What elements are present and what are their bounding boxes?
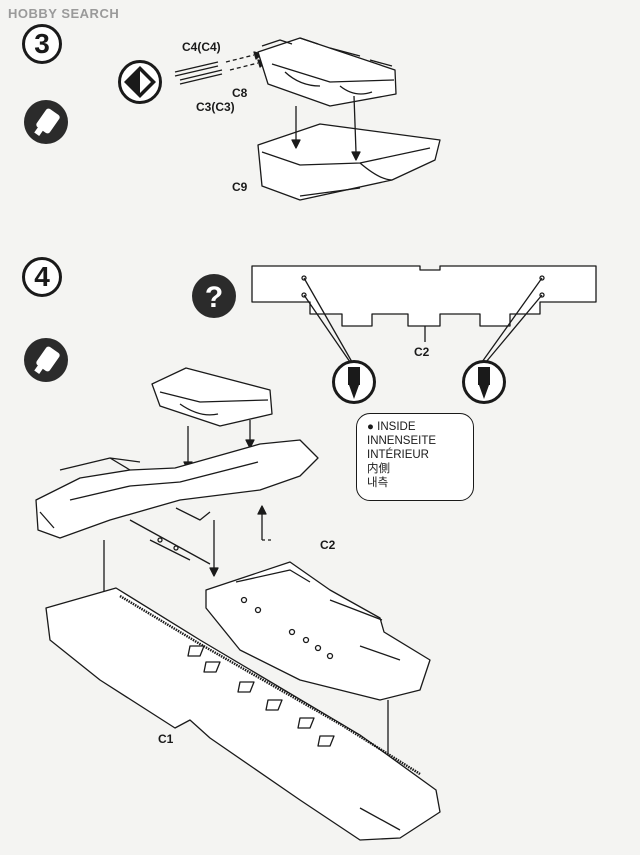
- part-c2-wing: [129, 519, 431, 701]
- inside-label-ko: 내측: [367, 477, 389, 489]
- label-c2-panel: C2: [414, 345, 430, 359]
- glue-tube-icon: [24, 338, 68, 382]
- part-c2-panel: [251, 265, 597, 363]
- diamond-arrow-icon: [118, 60, 162, 104]
- drill-bit-icon: [332, 360, 376, 404]
- step-4-number: 4: [22, 257, 62, 297]
- part-upper-assembly: [151, 367, 273, 427]
- drill-bit-icon: [462, 360, 506, 404]
- label-c1: C1: [158, 732, 174, 746]
- label-c4: C4(C4): [182, 40, 221, 54]
- label-c2-wing: C2: [320, 538, 336, 552]
- part-fuselage: [35, 439, 319, 539]
- inside-label-en: ● INSIDE: [367, 421, 416, 433]
- svg-text:?: ?: [205, 281, 223, 314]
- pin-parts-c3-c4: [174, 51, 267, 85]
- part-c8: [257, 37, 397, 107]
- question-icon: ?: [192, 274, 236, 318]
- label-c9: C9: [232, 180, 248, 194]
- part-c9: [257, 123, 441, 201]
- hobby-search-watermark: HOBBY SEARCH: [8, 6, 120, 21]
- inside-label-fr: INTÉRIEUR: [367, 449, 429, 461]
- inside-note-box: ● INSIDE INNENSEITE INTÉRIEUR 内側 내측: [356, 413, 474, 501]
- step-3-number: 3: [22, 24, 62, 64]
- part-c1-wing: [45, 587, 441, 841]
- label-c3: C3(C3): [196, 100, 235, 114]
- glue-tube-icon: [24, 100, 68, 144]
- inside-label-ja: 内側: [367, 463, 390, 475]
- inside-label-de: INNENSEITE: [367, 435, 437, 447]
- label-c8: C8: [232, 86, 248, 100]
